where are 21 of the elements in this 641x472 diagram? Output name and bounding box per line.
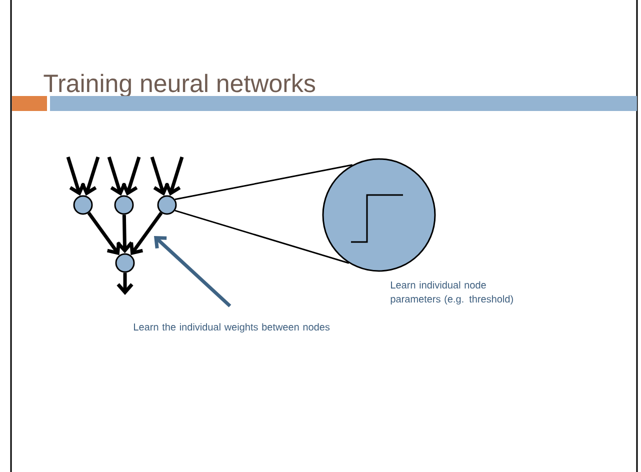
arrow	[122, 156, 141, 196]
neuron-circle	[157, 195, 177, 215]
arrow	[116, 272, 134, 295]
arrow	[150, 156, 170, 196]
zoom-line	[174, 210, 350, 264]
arrow	[66, 156, 86, 196]
arrow	[107, 156, 126, 196]
zoom-circle	[322, 158, 436, 272]
arrow	[80, 156, 100, 196]
caption-text: Learn individual node parameters (e.g. threshold)	[390, 281, 513, 304]
arrow	[164, 156, 184, 196]
pointer-arrow	[154, 236, 232, 308]
neuron-circle	[73, 195, 93, 215]
arrow	[130, 212, 163, 256]
neuron-circle	[114, 195, 134, 215]
slide-title: Training neural networks	[44, 74, 316, 98]
zoom-line	[174, 164, 352, 200]
caption-text: Learn the individual weights between nodes	[134, 323, 330, 332]
neuron-circle	[115, 253, 135, 273]
arrow	[87, 212, 120, 256]
arrow	[116, 214, 133, 254]
